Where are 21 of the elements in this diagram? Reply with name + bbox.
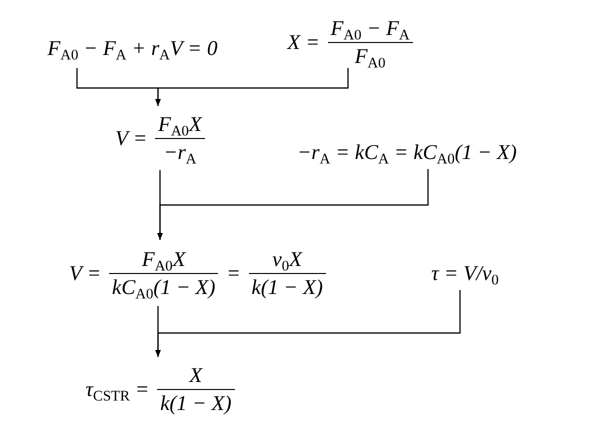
denominator: kC$_{A0}$(1 − X) [111,274,216,300]
denominator: k(1 − X) [250,274,324,300]
numerator: F$_{A0}$X [157,111,204,138]
numerator: F$_{A0}$ − F$_{A}$ [330,15,411,42]
arrow [157,169,429,240]
equation-text: τ = V/v$_{0}$ [431,260,499,286]
equation-text: τ$_{CSTR}$ = [86,376,150,402]
denominator: −r$_{A}$ [162,138,198,165]
denominator: k(1 − X) [159,390,232,416]
numerator: F$_{A0}$X [140,246,187,272]
equation-text: F$_{A0}$ − F$_{A}$ + r$_{A}$V = 0 [48,36,218,60]
equation-text: −r$_{A}$ = kC$_{A}$ = kC$_{A0}$(1 − X) [297,140,517,164]
arrow [155,290,461,357]
equation-text: X = [287,30,320,54]
denominator: F$_{A0}$ [354,42,386,69]
equation-text: V = [69,260,102,286]
numerator: X [188,362,204,388]
numerator: v$_{0}$X [271,246,304,272]
equation-text: = [226,260,240,286]
equation-text: V = [115,126,148,150]
arrow [155,68,349,106]
